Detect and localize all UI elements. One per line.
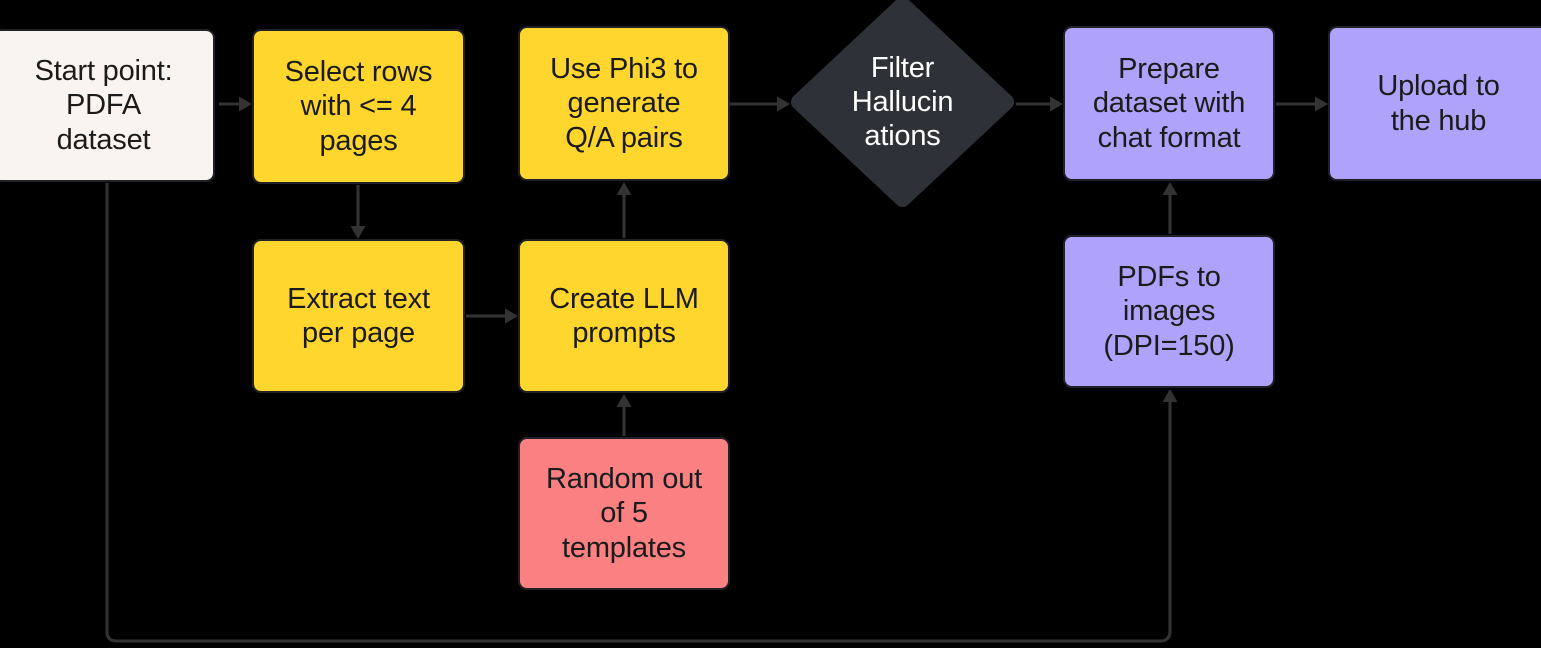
node-filter-hallucinations[interactable]: Filter Hallucin ations	[790, 0, 1015, 208]
node-label-select-rows: Select rows with <= 4 pages	[284, 56, 433, 157]
node-random-templates[interactable]: Random out of 5 templates	[518, 437, 730, 590]
node-label-use-phi3: Use Phi3 to generate Q/A pairs	[550, 53, 698, 154]
node-extract-text[interactable]: Extract text per page	[252, 239, 465, 393]
edge-random-templates-to-create-prompts	[616, 394, 632, 436]
edge-pdfs-to-images-to-prepare-dataset	[1162, 182, 1178, 234]
node-label-prepare-dataset: Prepare dataset with chat format	[1092, 53, 1246, 154]
node-label-filter-hallucinations: Filter Hallucin ations	[851, 51, 954, 153]
node-use-phi3[interactable]: Use Phi3 to generate Q/A pairs	[518, 26, 730, 181]
diamond-shape-icon	[791, 0, 1014, 207]
edge-start-point-to-select-rows	[219, 96, 252, 112]
node-label-extract-text: Extract text per page	[287, 282, 430, 349]
node-label-pdfs-to-images: PDFs to images (DPI=150)	[1103, 261, 1235, 362]
node-create-prompts[interactable]: Create LLM prompts	[518, 239, 730, 393]
node-pdfs-to-images[interactable]: PDFs to images (DPI=150)	[1063, 235, 1275, 388]
node-upload-hub[interactable]: Upload to the hub	[1328, 26, 1541, 181]
node-select-rows[interactable]: Select rows with <= 4 pages	[252, 29, 465, 184]
node-prepare-dataset[interactable]: Prepare dataset with chat format	[1063, 26, 1275, 181]
node-label-create-prompts: Create LLM prompts	[549, 282, 699, 349]
edge-extract-text-to-create-prompts	[466, 308, 518, 324]
edge-prepare-dataset-to-upload-hub	[1276, 96, 1328, 112]
edge-select-rows-to-extract-text	[350, 185, 366, 239]
edge-create-prompts-to-use-phi3	[616, 182, 632, 238]
node-label-random-templates: Random out of 5 templates	[546, 463, 702, 564]
edge-select-rows-to-use-phi3	[730, 96, 790, 112]
node-start-point[interactable]: Start point: PDFA dataset	[0, 29, 215, 182]
node-label-start-point: Start point: PDFA dataset	[34, 55, 173, 156]
edge-filter-hallucinations-to-prepare-dataset	[1016, 96, 1063, 112]
node-label-upload-hub: Upload to the hub	[1377, 70, 1500, 137]
